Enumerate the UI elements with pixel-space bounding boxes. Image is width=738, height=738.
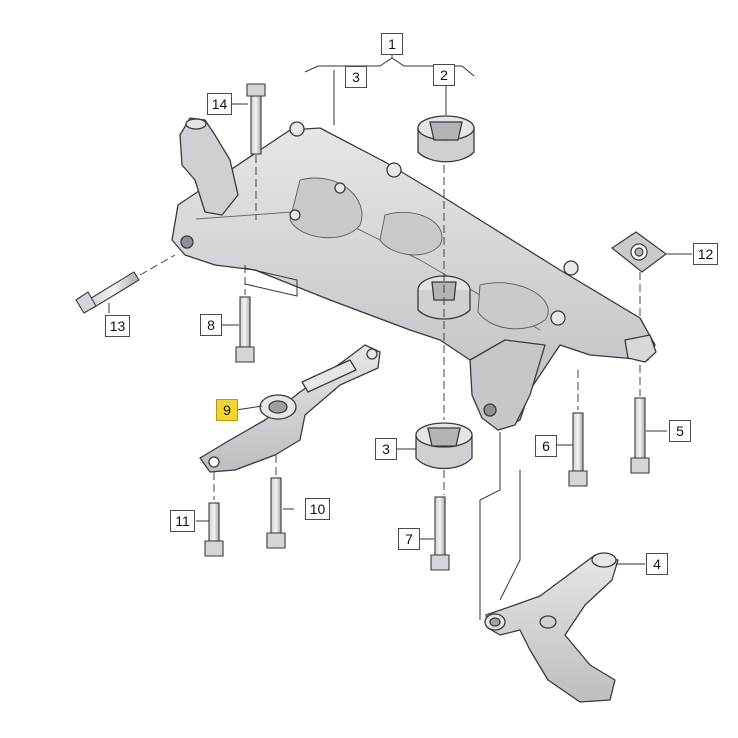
callout-7: 7 (398, 528, 420, 550)
callout-6: 6 (535, 435, 557, 457)
callout-leaders (108, 45, 692, 565)
bolt-10 (266, 477, 286, 549)
assembly-guide-lines (244, 267, 521, 620)
bolt-8 (235, 296, 255, 363)
gasket-plate (610, 231, 668, 273)
rubber-mount-lower (415, 422, 473, 470)
callout-4: 4 (646, 553, 668, 575)
bolt-7 (430, 496, 450, 571)
pendulum-support (199, 344, 381, 473)
alignment-lines (139, 155, 641, 500)
callout-12: 12 (693, 243, 718, 265)
bolt-11 (204, 502, 224, 557)
callout-5: 5 (669, 420, 691, 442)
bolt-14 (246, 83, 266, 155)
bolt-5 (630, 397, 650, 474)
subframe (171, 117, 657, 431)
callout-3-subframe: 3 (345, 66, 367, 88)
callout-11: 11 (170, 510, 195, 532)
bolt-6 (568, 412, 588, 487)
callout-9-highlighted: 9 (216, 399, 238, 421)
callout-3-mount: 3 (375, 438, 397, 460)
wishbone (484, 552, 619, 703)
rubber-mount-upper (417, 115, 475, 163)
callout-2: 2 (433, 64, 455, 86)
callout-8: 8 (200, 314, 222, 336)
bolt-13 (75, 271, 140, 314)
callout-10: 10 (305, 498, 330, 520)
callout-1: 1 (381, 33, 403, 55)
callout-13: 13 (105, 315, 130, 337)
callout-14: 14 (207, 93, 232, 115)
